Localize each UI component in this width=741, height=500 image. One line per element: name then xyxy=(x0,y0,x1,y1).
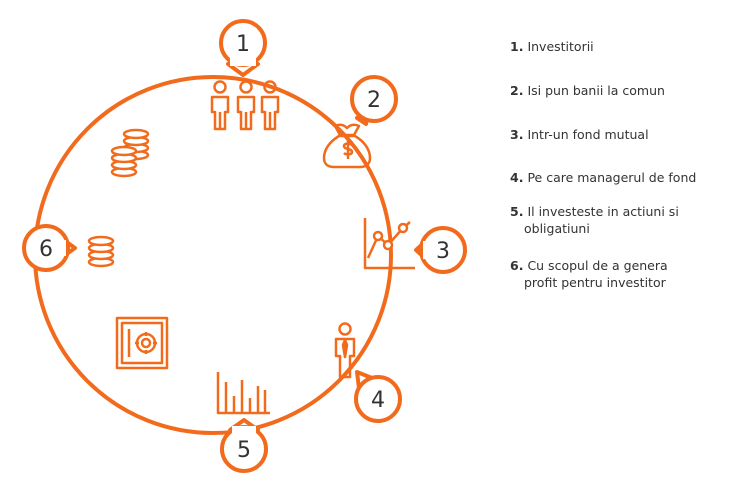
legend-item-number: 2. xyxy=(510,83,524,98)
step-badge-5: 5 xyxy=(220,418,268,473)
legend-item-text-continued: obligatiuni xyxy=(524,221,590,236)
bar-chart-icon xyxy=(216,372,270,415)
legend-item: 1. Investitorii xyxy=(510,38,735,55)
legend-item-number: 1. xyxy=(510,39,524,54)
legend-item-number: 6. xyxy=(510,258,524,273)
legend-item-text: Intr-un fond mutual xyxy=(527,127,649,142)
step-badge-4: 4 xyxy=(354,370,402,423)
legend-item: 3. Intr-un fond mutual xyxy=(510,126,735,143)
legend-item: 2. Isi pun banii la comun xyxy=(510,82,735,99)
legend-item: 6. Cu scopul de a genera profit pentru i… xyxy=(510,257,735,291)
money-bag-icon xyxy=(322,123,372,169)
legend-item-number: 5. xyxy=(510,204,524,219)
legend-item-text: Pe care managerul de fond xyxy=(527,170,697,185)
step-number-6: 6 xyxy=(39,237,53,262)
legend-item-text: Investitorii xyxy=(527,39,594,54)
coin-stack-icon xyxy=(87,235,115,268)
step-number-3: 3 xyxy=(436,239,450,264)
step-badge-3: 3 xyxy=(414,226,467,274)
line-chart-icon xyxy=(363,218,415,270)
people-group-icon xyxy=(210,80,280,131)
legend-item-text: Il investeste in actiuni si xyxy=(527,204,679,219)
investment-cycle-diagram: 1 2 3 4 5 6 xyxy=(22,19,467,473)
legend-item-text: Isi pun banii la comun xyxy=(527,83,665,98)
step-number-4: 4 xyxy=(371,388,385,413)
safe-vault-icon xyxy=(115,316,169,370)
fund-manager-icon xyxy=(334,322,356,379)
legend-item-text-continued: profit pentru investitor xyxy=(524,275,666,290)
step-badge-2: 2 xyxy=(350,75,398,126)
step-number-1: 1 xyxy=(236,32,250,57)
step-number-2: 2 xyxy=(367,88,381,113)
step-number-5: 5 xyxy=(237,438,251,463)
legend-item: 4. Pe care managerul de fond xyxy=(510,169,735,186)
legend-item-number: 3. xyxy=(510,127,524,142)
step-badge-1: 1 xyxy=(219,19,267,77)
legend-item: 5. Il investeste in actiuni si obligatiu… xyxy=(510,203,735,237)
step-badge-6: 6 xyxy=(22,224,77,272)
coins-stack-icon xyxy=(110,128,150,178)
legend-item-text: Cu scopul de a genera xyxy=(527,258,668,273)
legend-item-number: 4. xyxy=(510,170,524,185)
